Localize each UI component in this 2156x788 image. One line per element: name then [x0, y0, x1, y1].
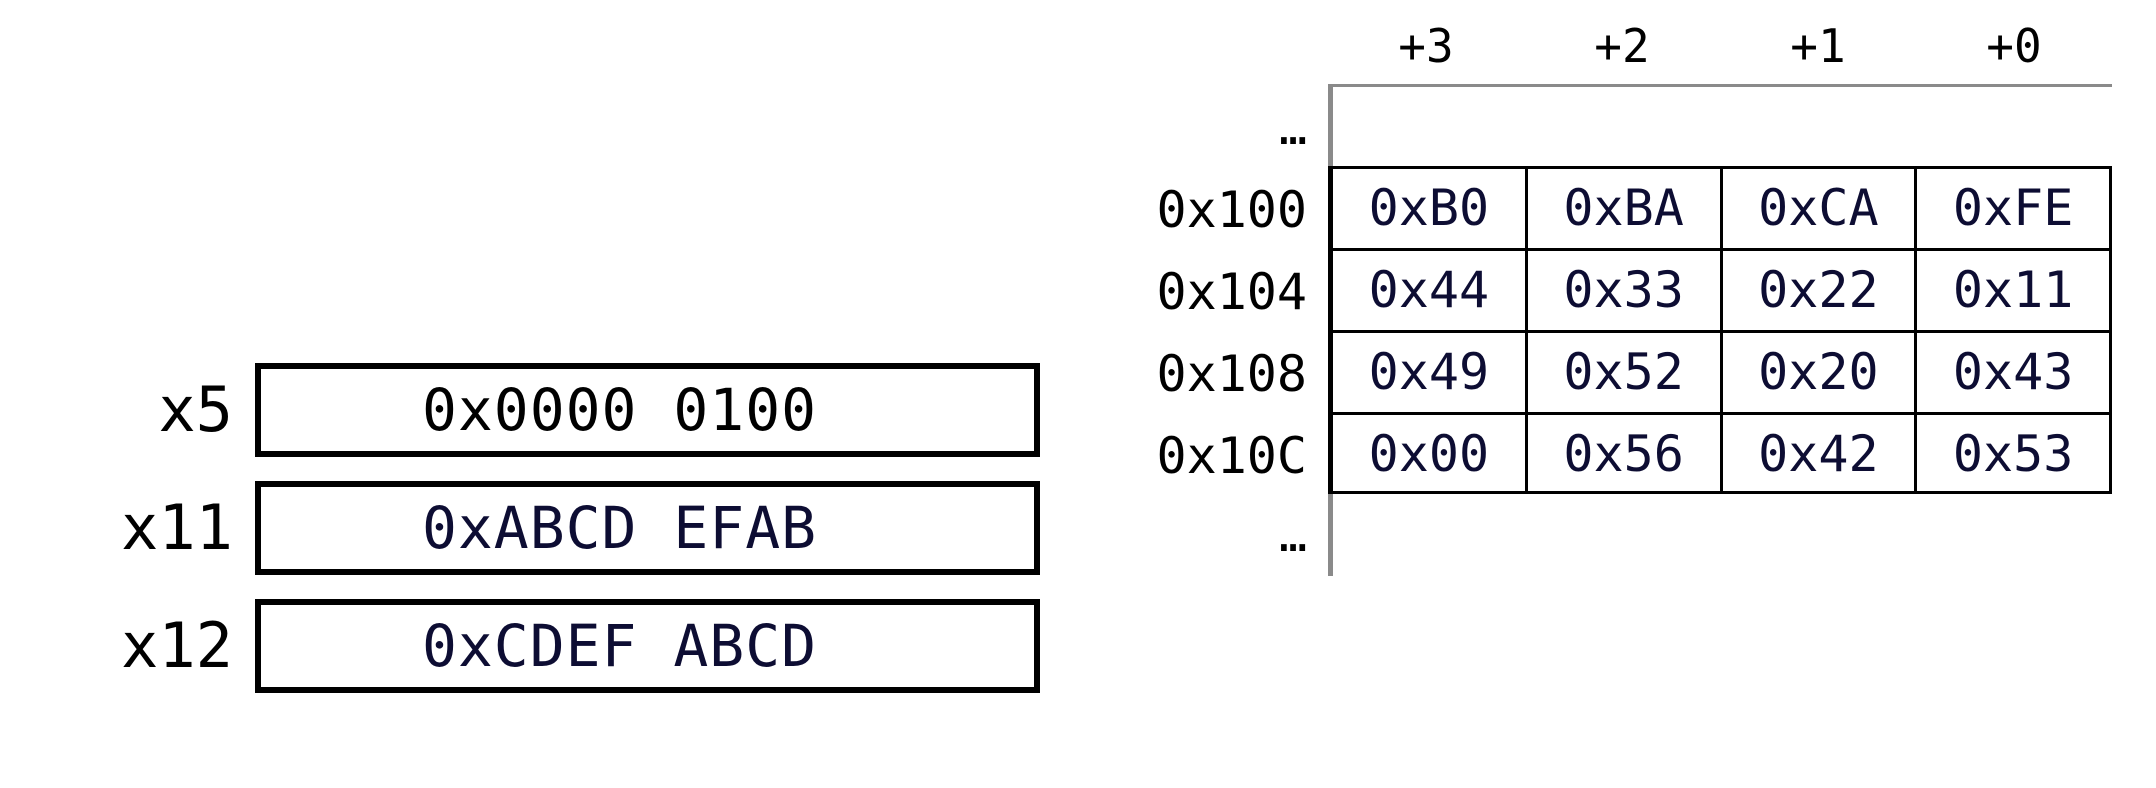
memory-row-address-0x108: 0x108	[1156, 345, 1307, 403]
memory-grid: … 0x100 0xB0 0xBA 0xCA 0xFE 0x104 0x44 0…	[1156, 84, 2112, 576]
register-name-x5: x5	[158, 373, 233, 446]
memory-cell: 0x20	[1723, 333, 1918, 412]
memory-cell: 0x22	[1723, 251, 1918, 330]
memory-table: +3 +2 +1 +0 … 0x100 0xB0 0xBA 0xCA 0xFE …	[1100, 0, 2156, 788]
memory-row-address-0x104: 0x104	[1156, 263, 1307, 321]
column-header-plus3: +3	[1398, 19, 1454, 73]
memory-row: 0x108 0x49 0x52 0x20 0x43	[1156, 330, 2112, 412]
memory-row-ellipsis-top: …	[1279, 84, 2112, 166]
register-name-x12: x12	[121, 609, 233, 682]
memory-cell: 0xBA	[1528, 169, 1723, 248]
memory-row-ellipsis-bottom: …	[1279, 494, 2112, 576]
register-box-x12: 0xCDEF ABCD	[255, 599, 1040, 693]
memory-cell: 0xFE	[1917, 169, 2112, 248]
register-file: x5 0x0000 0100 x11 0xABCD EFAB x12 0xCDE…	[0, 363, 1060, 693]
register-value-x12: 0xCDEF ABCD	[421, 612, 818, 680]
memory-cell: 0x56	[1528, 415, 1723, 491]
register-value-x11: 0xABCD EFAB	[421, 494, 818, 562]
memory-column-headers: +3 +2 +1 +0	[1328, 16, 2112, 76]
memory-cell: 0x33	[1528, 251, 1723, 330]
register-name-x11: x11	[121, 491, 233, 564]
memory-row: 0x104 0x44 0x33 0x22 0x11	[1156, 248, 2112, 330]
memory-row: 0x10C 0x00 0x56 0x42 0x53	[1156, 412, 2112, 494]
memory-cell: 0x00	[1333, 415, 1528, 491]
memory-row-address-0x10C: 0x10C	[1156, 427, 1307, 485]
register-row: x11 0xABCD EFAB	[0, 481, 1060, 575]
column-header-plus1: +1	[1790, 19, 1846, 73]
memory-cell: 0x42	[1723, 415, 1918, 491]
register-box-x11: 0xABCD EFAB	[255, 481, 1040, 575]
register-row: x5 0x0000 0100	[0, 363, 1060, 457]
register-value-x5: 0x0000 0100	[421, 376, 818, 444]
memory-cell: 0xB0	[1333, 169, 1528, 248]
memory-cell: 0x52	[1528, 333, 1723, 412]
memory-row: 0x100 0xB0 0xBA 0xCA 0xFE	[1156, 166, 2112, 248]
memory-row-address-0x100: 0x100	[1156, 181, 1307, 239]
register-box-x5: 0x0000 0100	[255, 363, 1040, 457]
column-header-plus0: +0	[1986, 19, 2042, 73]
register-row: x12 0xCDEF ABCD	[0, 599, 1060, 693]
memory-cell: 0x44	[1333, 251, 1528, 330]
column-header-plus2: +2	[1594, 19, 1650, 73]
memory-cell: 0x11	[1917, 251, 2112, 330]
memory-cell: 0x53	[1917, 415, 2112, 491]
memory-cell: 0x49	[1333, 333, 1528, 412]
memory-cell: 0x43	[1917, 333, 2112, 412]
memory-cell: 0xCA	[1723, 169, 1918, 248]
memory-row-address-ellipsis-bottom: …	[1279, 508, 1307, 562]
memory-row-address-ellipsis-top: …	[1279, 101, 1307, 155]
